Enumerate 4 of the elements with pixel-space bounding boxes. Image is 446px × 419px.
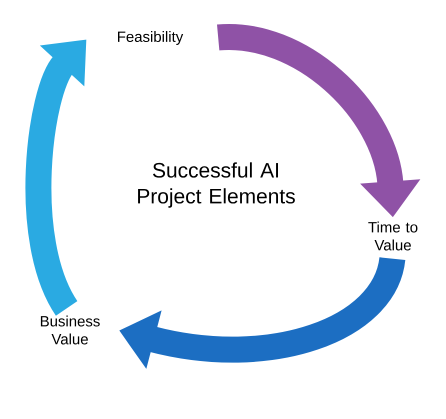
step-label: Business Value (40, 316, 100, 344)
title: Successful AI Project Elements (138, 162, 295, 208)
step-label: Feasibility (118, 31, 184, 45)
step-label: Time to Value (368, 222, 418, 250)
